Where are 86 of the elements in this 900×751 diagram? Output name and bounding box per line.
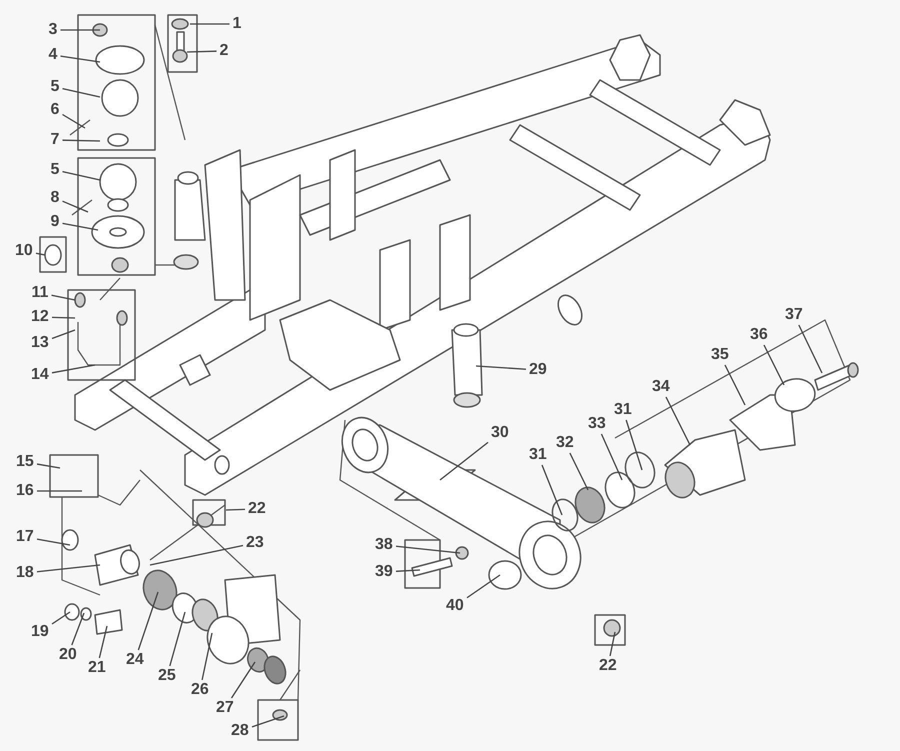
callout-number: 33 — [587, 415, 607, 433]
callout-number: 19 — [30, 623, 50, 641]
callout-number: 30 — [490, 424, 510, 442]
leader-line — [396, 546, 460, 554]
leader-line — [396, 569, 420, 572]
leader-line — [60, 29, 100, 31]
leader-line — [37, 490, 82, 492]
leader-line — [626, 420, 643, 470]
callout-number: 32 — [555, 434, 575, 452]
callout-number: 22 — [598, 657, 618, 675]
leader-line — [60, 55, 100, 63]
callout-number: 18 — [15, 564, 35, 582]
callout-number: 26 — [190, 681, 210, 699]
leader-line — [169, 612, 186, 666]
callout-number: 3 — [48, 21, 58, 39]
callout-number: 14 — [30, 366, 50, 384]
callout-number: 7 — [50, 131, 60, 149]
leader-line — [466, 574, 500, 598]
leader-line — [62, 114, 86, 129]
callout-number: 37 — [784, 306, 804, 324]
callout-number: 31 — [613, 401, 633, 419]
callout-number: 13 — [30, 334, 50, 352]
leader-line — [252, 715, 284, 728]
leader-line — [440, 442, 488, 481]
leader-line — [230, 662, 256, 698]
callout-number: 34 — [651, 378, 671, 396]
leader-line — [52, 611, 70, 625]
callout-number: 24 — [125, 651, 145, 669]
callout-number: 39 — [374, 563, 394, 581]
callout-number: 27 — [215, 699, 235, 717]
leader-line — [51, 294, 76, 301]
leader-line — [36, 564, 100, 572]
leader-line — [62, 200, 88, 213]
leader-line — [186, 50, 217, 53]
callout-number: 8 — [50, 189, 60, 207]
callout-number: 23 — [245, 534, 265, 552]
leader-line — [138, 592, 159, 650]
callout-number: 10 — [14, 242, 34, 260]
callout-number: 1 — [232, 15, 242, 33]
callout-number: 6 — [50, 101, 60, 119]
leader-line — [98, 626, 108, 658]
leader-line — [52, 316, 76, 319]
leader-line — [52, 364, 96, 374]
callout-number: 9 — [50, 213, 60, 231]
leader-line — [600, 434, 623, 480]
leader-line — [36, 252, 46, 256]
leader-line — [62, 171, 100, 181]
leader-line — [798, 324, 823, 374]
callout-number: 12 — [30, 308, 50, 326]
leader-line — [150, 544, 244, 566]
leader-line — [71, 612, 85, 646]
callout-number: 5 — [50, 161, 60, 179]
callout-number: 2 — [218, 42, 230, 60]
callout-number: 28 — [230, 722, 250, 740]
leader-line — [609, 632, 616, 656]
leader-line — [665, 396, 691, 446]
callout-number: 29 — [528, 361, 548, 379]
leader-line — [62, 222, 98, 231]
callout-number: 17 — [15, 528, 35, 546]
callout-number: 20 — [58, 646, 78, 664]
leader-line — [724, 364, 746, 406]
callout-number: 36 — [749, 326, 769, 344]
leader-line — [201, 632, 213, 680]
leader-line — [62, 140, 100, 142]
leader-line — [569, 452, 589, 490]
callout-number: 35 — [710, 346, 730, 364]
callout-number: 15 — [15, 453, 35, 471]
leader-line — [36, 538, 70, 546]
callout-number: 11 — [30, 284, 50, 302]
callout-number: 38 — [374, 536, 394, 554]
leader-line — [36, 463, 60, 469]
leader-line — [541, 464, 563, 516]
leader-line — [190, 23, 230, 25]
callout-number: 5 — [50, 78, 60, 96]
callout-number: 21 — [87, 659, 107, 677]
leader-line — [226, 508, 246, 511]
leader-line — [62, 88, 100, 98]
leader-line — [52, 329, 76, 340]
leader-line — [763, 344, 785, 386]
leader-line — [476, 365, 526, 370]
callout-number: 40 — [445, 597, 465, 615]
callout-number: 22 — [247, 500, 267, 518]
callout-number: 25 — [157, 667, 177, 685]
callout-number: 4 — [48, 46, 58, 64]
callout-number: 31 — [528, 446, 548, 464]
callout-number: 16 — [15, 482, 35, 500]
